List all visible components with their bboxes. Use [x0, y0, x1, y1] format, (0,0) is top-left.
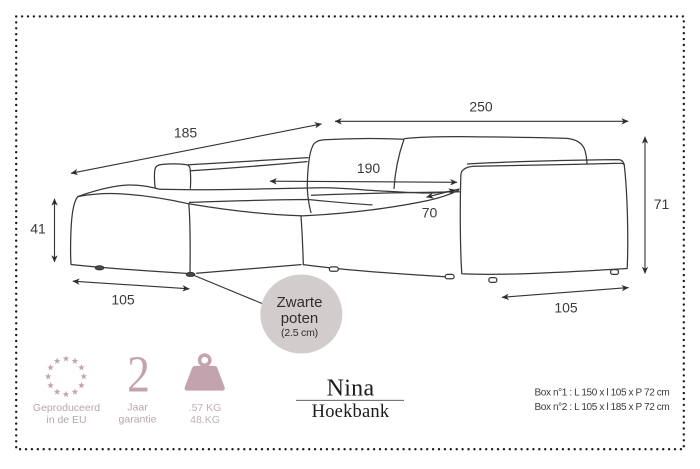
svg-text:105: 105 [554, 300, 578, 316]
svg-text:Jaar: Jaar [127, 402, 148, 414]
svg-text:Box n°1 : L 150 x l 105 x P 72: Box n°1 : L 150 x l 105 x P 72 cm [535, 388, 670, 399]
svg-text:Nina: Nina [327, 375, 375, 401]
svg-text:Box n°2 : L 105 x l 185 x P 72: Box n°2 : L 105 x l 185 x P 72 cm [535, 402, 670, 413]
svg-text:Zwarte: Zwarte [277, 294, 323, 311]
svg-text:41: 41 [30, 221, 46, 237]
svg-text:71: 71 [654, 196, 670, 212]
svg-text:105: 105 [111, 292, 135, 308]
svg-text:(2.5 cm): (2.5 cm) [281, 327, 318, 339]
svg-text:garantie: garantie [119, 414, 157, 426]
svg-text:185: 185 [174, 125, 198, 141]
svg-text:2: 2 [127, 345, 150, 403]
svg-text:poten: poten [281, 310, 319, 327]
svg-text:Geproduceerd: Geproduceerd [33, 402, 100, 414]
svg-text:190: 190 [357, 160, 381, 176]
svg-text:250: 250 [469, 99, 493, 115]
svg-text:.57 KG: .57 KG [189, 402, 222, 414]
svg-text:Hoekbank: Hoekbank [312, 402, 390, 422]
svg-text:in de EU: in de EU [46, 414, 86, 426]
svg-text:70: 70 [422, 205, 438, 221]
svg-text:48.KG: 48.KG [190, 414, 220, 426]
